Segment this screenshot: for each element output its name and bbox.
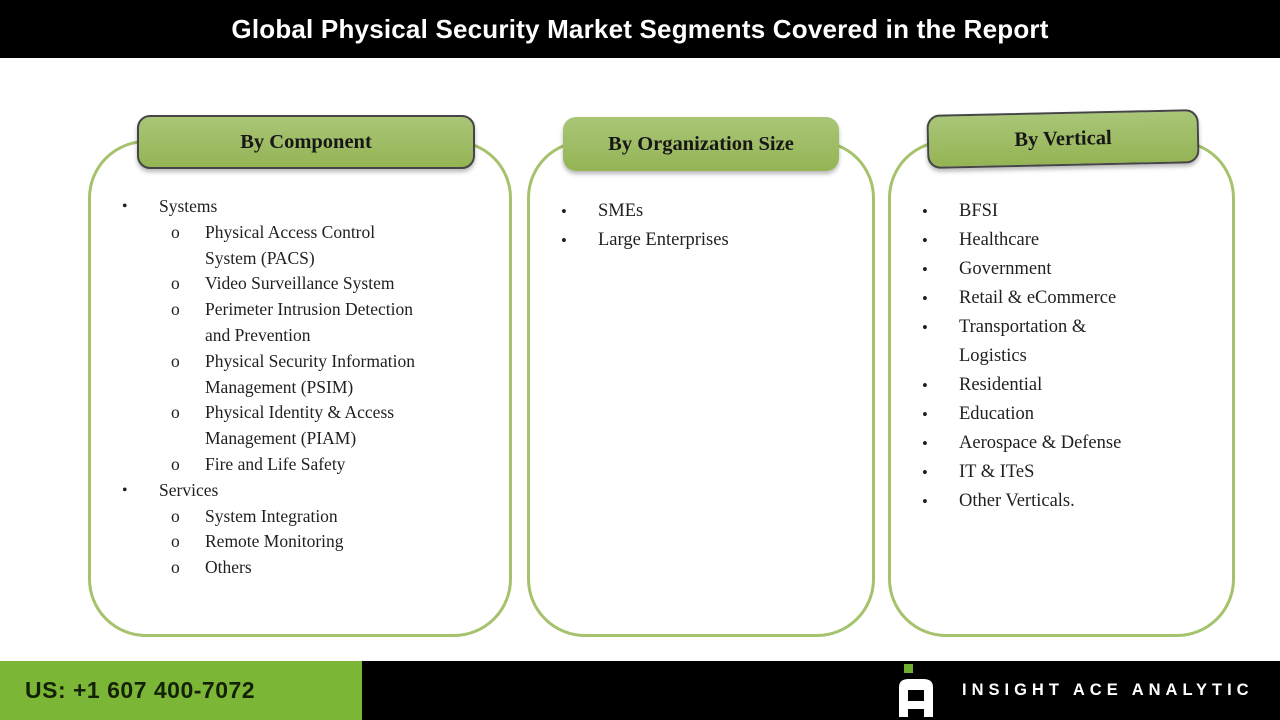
list-item: • Aerospace & Defense	[891, 429, 1220, 458]
list-item-label: Fire and Life Safety	[205, 453, 346, 474]
list-item: o Physical Access Control System (PACS)	[91, 220, 497, 272]
bullet-icon: •	[922, 463, 928, 482]
list-item-label: BFSI	[959, 201, 999, 221]
list-item: o Perimeter Intrusion Detection and Preve…	[91, 297, 497, 349]
list-item: • Government	[891, 255, 1220, 284]
list-item: • Other Verticals.	[891, 487, 1220, 516]
circle-bullet-icon: o	[171, 221, 180, 242]
tab-title: By Vertical	[1014, 126, 1112, 151]
tab-title: By Organization Size	[608, 132, 794, 155]
list-item: • Education	[891, 400, 1220, 429]
list-item-label: SMEs	[598, 201, 644, 221]
tab-by-vertical: By Vertical	[926, 109, 1200, 169]
organization-size-list: • SMEs • Large Enterprises	[530, 197, 860, 255]
bullet-icon: •	[561, 231, 567, 250]
list-item: o Physical Security Information Managemen…	[91, 349, 497, 401]
phone-banner: US: +1 607 400-7072	[0, 661, 362, 720]
logo-dot-icon	[904, 664, 913, 673]
list-item: o Video Surveillance System	[91, 271, 497, 297]
list-item: o Fire and Life Safety	[91, 452, 497, 478]
list-item-label: Remote Monitoring	[205, 531, 344, 552]
list-item-label: Aerospace & Defense	[959, 433, 1122, 453]
bullet-icon: •	[561, 202, 567, 221]
list-item: • Systems	[91, 194, 497, 220]
list-item: • Retail & eCommerce	[891, 284, 1220, 313]
circle-bullet-icon: o	[171, 402, 180, 423]
list-item-label: Physical Access Control System (PACS)	[205, 221, 376, 268]
list-item-label: Physical Security Information Management…	[205, 350, 415, 397]
bullet-icon: •	[922, 202, 928, 221]
brand-name: INSIGHT ACE ANALYTIC	[962, 681, 1254, 699]
bullet-icon: •	[922, 376, 928, 395]
footer-bar: US: +1 607 400-7072 INSIGHT ACE ANALYTIC	[0, 661, 1280, 720]
list-item: o System Integration	[91, 504, 497, 530]
tab-by-component: By Component	[137, 115, 475, 169]
list-item-label: Other Verticals.	[959, 491, 1075, 511]
circle-bullet-icon: o	[171, 299, 180, 320]
list-item-label: Perimeter Intrusion Detection and Preven…	[205, 299, 413, 345]
panel-by-organization-size: • SMEs • Large Enterprises	[527, 140, 875, 637]
list-item: • Large Enterprises	[530, 226, 860, 255]
phone-number: US: +1 607 400-7072	[25, 677, 256, 703]
bullet-icon: •	[922, 260, 928, 279]
list-item-label: Services	[159, 479, 219, 500]
list-item: • Services	[91, 478, 497, 504]
vertical-list: • BFSI • Healthcare • Government • Retail & …	[891, 197, 1220, 516]
title-bar: Global Physical Security Market Segments…	[0, 0, 1280, 58]
logo-a-icon	[899, 679, 933, 717]
list-item: • SMEs	[530, 197, 860, 226]
list-item-label: Video Surveillance System	[205, 273, 395, 294]
list-item-label: Healthcare	[959, 230, 1040, 250]
list-item: • Healthcare	[891, 226, 1220, 255]
list-item: o Others	[91, 555, 497, 581]
list-item-label: Government	[959, 259, 1052, 279]
list-item-label: Education	[959, 404, 1035, 424]
list-item: o Remote Monitoring	[91, 529, 497, 555]
list-item-label: IT & ITeS	[959, 462, 1035, 482]
list-item-label: Systems	[159, 196, 218, 216]
list-item: o Physical Identity & Access Management (…	[91, 400, 497, 452]
list-item: • Transportation & Logistics	[891, 313, 1220, 371]
circle-bullet-icon: o	[171, 453, 180, 474]
bullet-icon: •	[922, 405, 928, 424]
list-item: • IT & ITeS	[891, 458, 1220, 487]
circle-bullet-icon: o	[171, 273, 180, 294]
tab-title: By Component	[240, 130, 372, 153]
list-item-label: Large Enterprises	[598, 230, 729, 250]
bullet-icon: •	[922, 231, 928, 250]
bullet-icon: •	[922, 434, 928, 453]
bullet-icon: •	[922, 492, 928, 511]
component-list: • Systems o Physical Access Control System…	[91, 194, 497, 581]
bullet-icon: •	[922, 318, 928, 337]
list-item: • BFSI	[891, 197, 1220, 226]
list-item: • Residential	[891, 371, 1220, 400]
tab-by-organization-size: By Organization Size	[563, 117, 839, 171]
circle-bullet-icon: o	[171, 557, 180, 578]
panel-by-vertical: • BFSI • Healthcare • Government • Retail & …	[888, 140, 1235, 637]
circle-bullet-icon: o	[171, 505, 180, 526]
brand-logo	[898, 664, 938, 717]
list-item-label: Residential	[959, 375, 1043, 395]
list-item-label: System Integration	[205, 505, 338, 526]
panel-by-component: • Systems o Physical Access Control System…	[88, 140, 512, 637]
list-item-label: Transportation & Logistics	[959, 317, 1087, 366]
bullet-icon: •	[122, 481, 128, 499]
list-item-label: Retail & eCommerce	[959, 288, 1117, 308]
bullet-icon: •	[922, 289, 928, 308]
circle-bullet-icon: o	[171, 350, 180, 371]
circle-bullet-icon: o	[171, 531, 180, 552]
list-item-label: Others	[205, 557, 252, 578]
bullet-icon: •	[122, 198, 128, 215]
page-title: Global Physical Security Market Segments…	[231, 13, 1049, 44]
list-item-label: Physical Identity & Access Management (P…	[205, 402, 395, 449]
